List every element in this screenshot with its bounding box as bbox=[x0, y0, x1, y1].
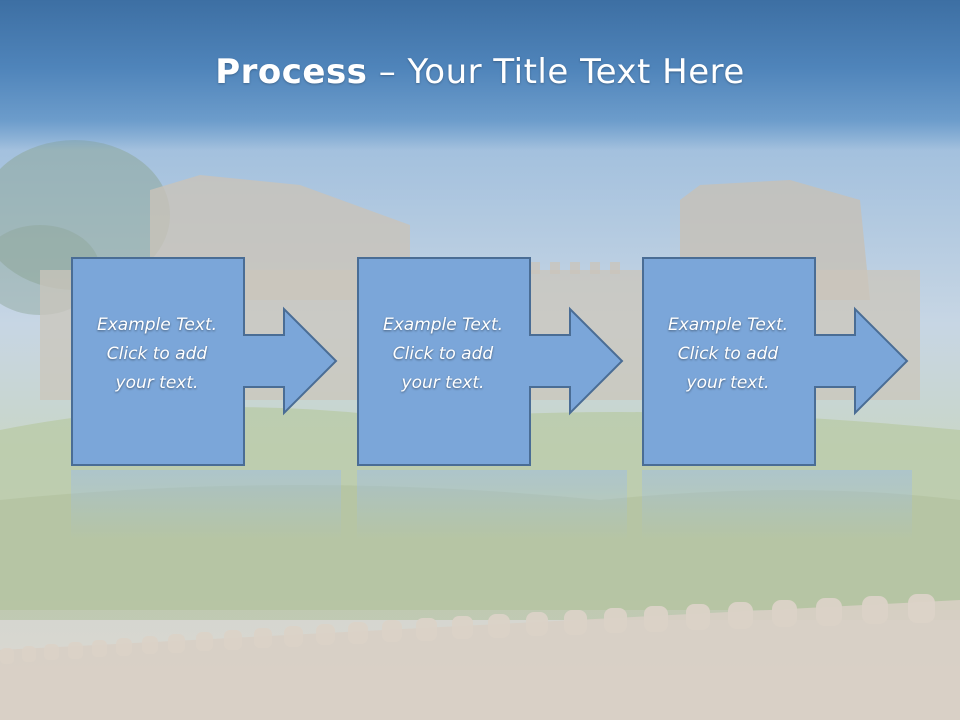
step-text-line: Click to add bbox=[392, 344, 494, 364]
step-reflection bbox=[642, 470, 912, 540]
step-text-line: Click to add bbox=[677, 344, 779, 364]
arrow-box-shape bbox=[357, 257, 624, 466]
step-text-line: your text. bbox=[401, 373, 485, 393]
slide-title[interactable]: Process – Your Title Text Here bbox=[0, 52, 960, 92]
step-text: Example Text. Click to add your text. bbox=[642, 311, 814, 398]
step-reflection bbox=[357, 470, 627, 540]
step-text: Example Text. Click to add your text. bbox=[71, 311, 243, 398]
process-step-2[interactable]: Example Text. Click to add your text. bbox=[357, 257, 627, 467]
step-text-line: Example Text. bbox=[382, 315, 504, 335]
step-text-line: Example Text. bbox=[96, 315, 218, 335]
process-step-3[interactable]: Example Text. Click to add your text. bbox=[642, 257, 912, 467]
step-text: Example Text. Click to add your text. bbox=[357, 311, 529, 398]
step-text-line: your text. bbox=[115, 373, 199, 393]
title-band bbox=[0, 0, 960, 150]
arrow-box-shape bbox=[71, 257, 338, 466]
step-text-line: your text. bbox=[686, 373, 770, 393]
process-step-1[interactable]: Example Text. Click to add your text. bbox=[71, 257, 341, 467]
title-rest: – Your Title Text Here bbox=[367, 52, 745, 92]
arrow-box-shape bbox=[642, 257, 909, 466]
step-text-line: Click to add bbox=[106, 344, 208, 364]
step-text-line: Example Text. bbox=[667, 315, 789, 335]
step-reflection bbox=[71, 470, 341, 540]
title-bold: Process bbox=[215, 52, 368, 92]
